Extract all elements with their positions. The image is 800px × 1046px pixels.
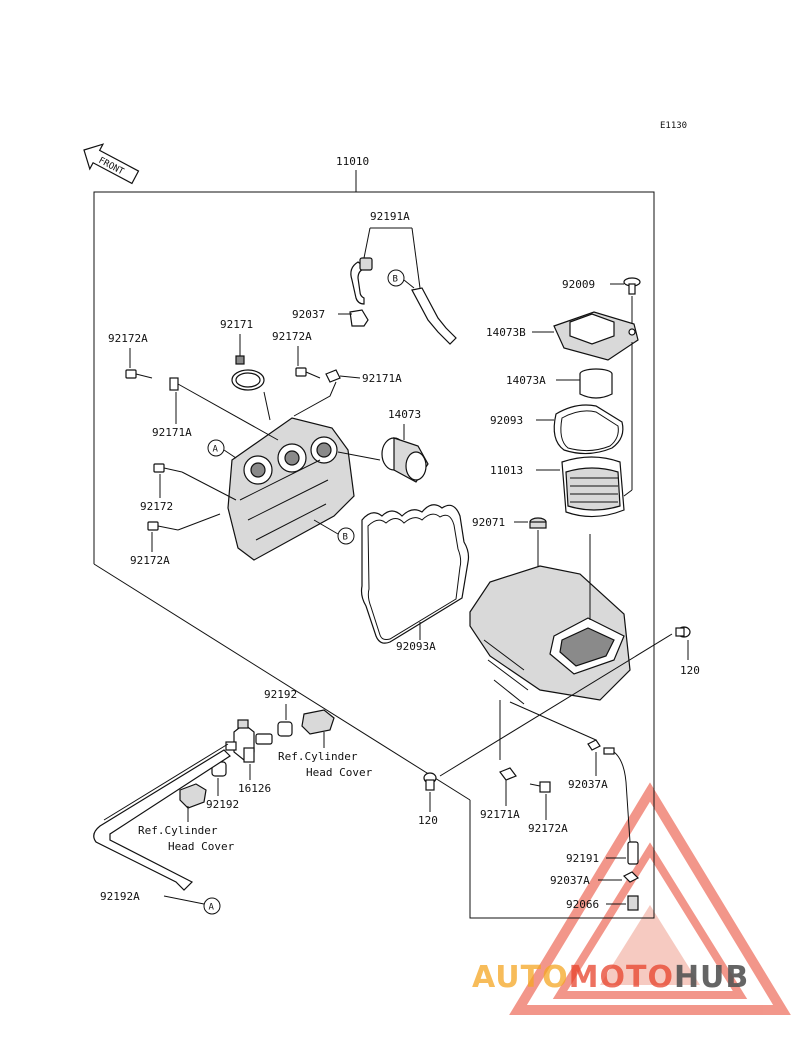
part-label-92009: 92009	[562, 278, 595, 291]
part-label-92191: 92191	[566, 852, 599, 865]
air-cleaner-cover	[227, 417, 355, 561]
assembly-bracket	[93, 191, 655, 919]
part-label-92037-top: 92037	[292, 308, 325, 321]
diagram-code: E1130	[660, 121, 687, 131]
part-label-92037A-mid: 92037A	[568, 778, 608, 791]
part-label-14073: 14073	[388, 408, 421, 421]
ref-cylinder-head-cover-2-line2: Head Cover	[168, 840, 235, 853]
callout-a-bottom	[203, 897, 221, 915]
callout-a-top-label: A	[213, 445, 219, 455]
air-filter-element	[561, 456, 625, 518]
callout-b-top	[387, 269, 405, 287]
bolt-120-low	[423, 772, 437, 791]
callout-b-mid-label: B	[343, 533, 348, 543]
part-label-16126: 16126	[238, 782, 271, 795]
ref-cylinder-head-cover-1-line2: Head Cover	[306, 766, 373, 779]
air-cleaner-housing	[469, 565, 631, 705]
part-label-92172A-low: 92172A	[130, 554, 170, 567]
hose-92192-top	[277, 709, 335, 737]
callout-b-mid	[337, 527, 355, 545]
watermark-auto: AUTO	[472, 960, 569, 995]
part-label-92171A-bottom: 92171A	[480, 808, 520, 821]
part-label-92171A-mid: 92171A	[362, 372, 402, 385]
intake-duct	[381, 437, 429, 483]
part-label-14073A: 14073A	[506, 374, 546, 387]
hose-clamp	[231, 355, 265, 391]
callout-a-top	[207, 439, 225, 457]
cover-14073B	[553, 311, 639, 361]
gasket-seal	[360, 504, 470, 644]
collar-14073A	[579, 368, 613, 399]
long-hose-92192A	[93, 749, 231, 891]
part-label-92093: 92093	[490, 414, 523, 427]
part-label-14073B: 14073B	[486, 326, 526, 339]
callout-a-bottom-label: A	[209, 903, 215, 913]
gasket-92093	[553, 404, 624, 455]
front-arrow-icon: FRONT	[83, 143, 140, 185]
part-label-92172A-bottom: 92172A	[528, 822, 568, 835]
part-label-92093A: 92093A	[396, 640, 436, 653]
watermark-moto: MOTO	[568, 960, 674, 995]
bolt-120-right	[675, 626, 691, 638]
part-label-92037A-low: 92037A	[550, 874, 590, 887]
part-label-92192-mid: 92192	[206, 798, 239, 811]
watermark-logo	[509, 782, 791, 1015]
part-label-92172A-mid: 92172A	[272, 330, 312, 343]
part-label-92191A-top: 92191A	[370, 210, 410, 223]
part-label-120-low: 120	[418, 814, 438, 827]
part-label-92171: 92171	[220, 318, 253, 331]
part-label-92192A: 92192A	[100, 890, 140, 903]
drain-parts	[499, 739, 640, 911]
part-label-92172A-left: 92172A	[108, 332, 148, 345]
part-label-92172: 92172	[140, 500, 173, 513]
part-label-11013: 11013	[490, 464, 523, 477]
screw-set-mid	[295, 367, 341, 383]
part-label-120-right: 120	[680, 664, 700, 677]
ref-cylinder-head-cover-2-line1: Ref.Cylinder	[138, 824, 218, 837]
breather-hose-assembly	[349, 257, 457, 345]
watermark-hub: HUB	[673, 960, 750, 995]
hose-92192-mid	[179, 783, 207, 809]
watermark-text: AUTOMOTOHUB	[472, 960, 749, 995]
part-label-92192-top: 92192	[264, 688, 297, 701]
bolt-92009	[623, 277, 641, 295]
part-label-92071: 92071	[472, 516, 505, 529]
assembly-number: 11010	[336, 155, 369, 168]
part-label-92066: 92066	[566, 898, 599, 911]
ref-cylinder-head-cover-1-line1: Ref.Cylinder	[278, 750, 358, 763]
callout-b-top-label: B	[393, 275, 398, 285]
part-label-92171A-left: 92171A	[152, 426, 192, 439]
grommet-92071	[529, 517, 547, 529]
